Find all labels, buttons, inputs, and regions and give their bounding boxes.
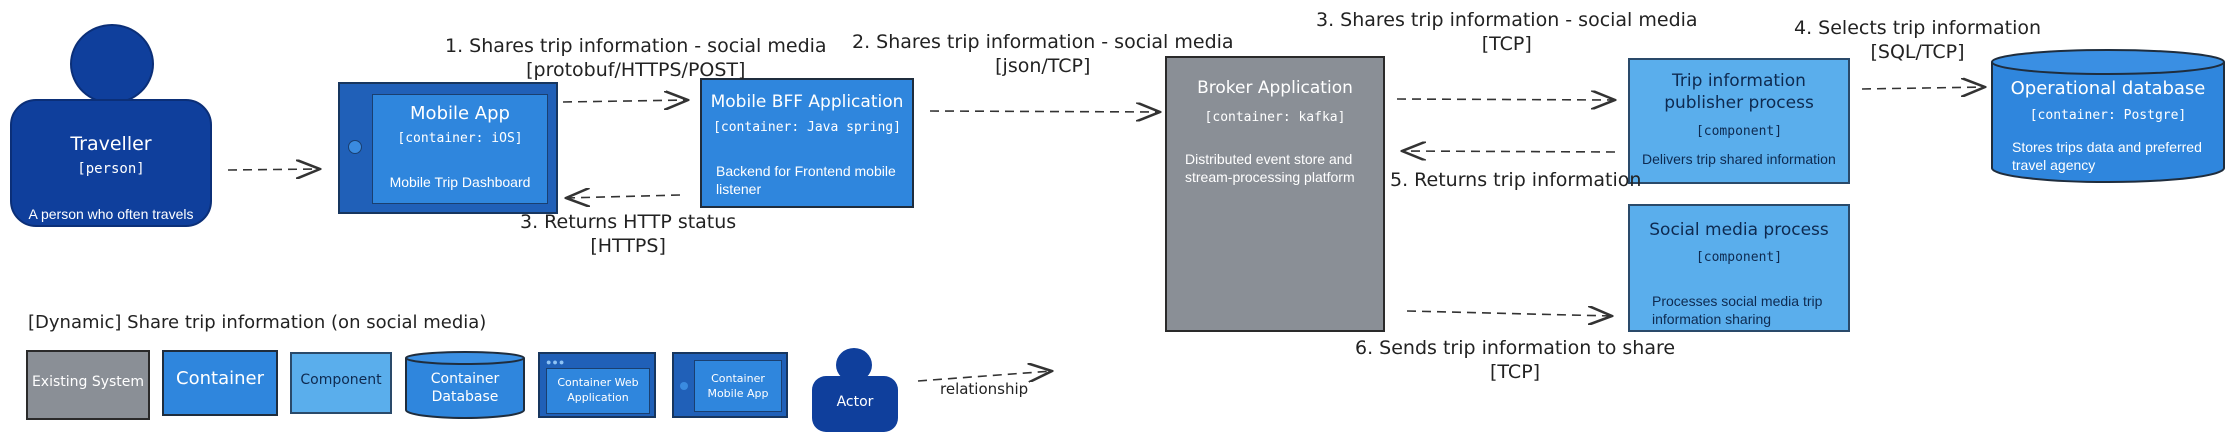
bff-tech: [container: Java spring] xyxy=(713,120,901,135)
arrow-mobile-app-to-bff xyxy=(562,100,688,102)
mobile-app-screen: Mobile App [container: iOS] Mobile Trip … xyxy=(372,94,548,204)
traveller-title: Traveller xyxy=(70,133,152,155)
mobile-app-title: Mobile App xyxy=(410,103,510,124)
mobile-app-description: Mobile Trip Dashboard xyxy=(389,174,531,190)
legend-container-mobile-app-label: Container Mobile App xyxy=(707,372,769,400)
legend-relationship-label: relationship xyxy=(940,380,1029,398)
arrow-bff-to-broker xyxy=(929,111,1160,112)
arrow-broker-to-publisher xyxy=(1396,99,1615,100)
publisher-tech: [component] xyxy=(1695,124,1783,139)
legend-container-label: Container xyxy=(176,368,264,389)
publisher-title: Trip information publisher process xyxy=(1664,71,1814,113)
broker-description: Distributed event store and stream-proce… xyxy=(1185,151,1355,185)
legend-existing-system-label: Existing System xyxy=(31,374,145,390)
legend-component: Component xyxy=(290,352,392,414)
legend-mobile-button-icon xyxy=(680,382,688,390)
relation-6-text: 6. Sends trip information to share xyxy=(1355,337,1676,359)
legend-component-label: Component xyxy=(300,372,382,388)
relation-1-label: 1. Shares trip information - social medi… xyxy=(445,34,827,82)
traveller-tech: [person] xyxy=(77,161,145,177)
legend-container-mobile-app: Container Mobile App xyxy=(672,352,788,418)
opdb-title: Operational database xyxy=(2010,78,2206,99)
mobile-home-button-icon xyxy=(348,140,362,154)
person-body: Traveller [person] A person who often tr… xyxy=(10,99,212,227)
database-cylinder-icon xyxy=(1991,49,2225,183)
relation-3b-tech: [HTTPS] xyxy=(590,235,666,257)
opdb-description: Stores trips data and preferred travel a… xyxy=(2012,139,2202,173)
mobile-app-tech: [container: iOS] xyxy=(397,131,523,146)
relation-3b-label: 3. Returns HTTP status [HTTPS] xyxy=(520,210,736,258)
relation-2-tech: [json/TCP] xyxy=(995,55,1091,77)
legend-database-cylinder-icon xyxy=(405,351,525,419)
legend-container: Container xyxy=(162,350,278,416)
bff-description: Backend for Frontend mobile listener xyxy=(716,163,896,197)
bff-title: Mobile BFF Application xyxy=(710,92,904,112)
relation-4-tech: [SQL/TCP] xyxy=(1870,41,1965,63)
mobile-app-container[interactable]: Mobile App [container: iOS] Mobile Trip … xyxy=(338,82,558,214)
legend-relationship-arrow xyxy=(917,371,1052,381)
relation-6-tech: [TCP] xyxy=(1490,361,1541,383)
social-description: Processes social media trip information … xyxy=(1652,293,1823,327)
relation-1-text: 1. Shares trip information - social medi… xyxy=(445,35,827,57)
mobile-bff-container[interactable]: Mobile BFF Application [container: Java … xyxy=(700,78,914,208)
opdb-tech: [container: Postgre] xyxy=(2029,108,2187,123)
relation-5-text: 5. Returns trip information xyxy=(1390,169,1642,191)
relation-6-label: 6. Sends trip information to share [TCP] xyxy=(1355,336,1675,384)
relation-3a-text: 3. Shares trip information - social medi… xyxy=(1316,9,1698,31)
relation-4-label: 4. Selects trip information [SQL/TCP] xyxy=(1794,16,2041,64)
social-title: Social media process xyxy=(1649,220,1829,240)
arrow-traveller-to-mobile-app xyxy=(227,169,320,170)
relation-3b-text: 3. Returns HTTP status xyxy=(520,211,737,233)
legend-container-database: Container Database xyxy=(404,350,526,420)
browser-dots-icon: ●●● xyxy=(546,357,566,367)
legend-actor-label: Actor xyxy=(836,394,874,410)
arrow-publisher-to-opdb xyxy=(1861,87,1985,89)
legend-container-database-label: Container Database xyxy=(430,371,500,405)
legend-existing-system: Existing System xyxy=(26,350,150,420)
publisher-description: Delivers trip shared information xyxy=(1642,151,1836,167)
social-media-component[interactable]: Social media process [component] Process… xyxy=(1628,204,1850,332)
relation-3a-tech: [TCP] xyxy=(1481,33,1532,55)
legend-actor: Actor xyxy=(812,348,898,432)
broker-tech: [container: kafka] xyxy=(1204,110,1346,125)
arrow-bff-to-mobile-app xyxy=(566,195,681,198)
traveller-description: A person who often travels xyxy=(28,206,194,222)
traveller-person[interactable]: Traveller [person] A person who often tr… xyxy=(8,24,214,228)
legend-title: [Dynamic] Share trip information (on soc… xyxy=(28,312,487,333)
operational-database[interactable]: Operational database [container: Postgre… xyxy=(1990,48,2226,184)
relation-2-label: 2. Shares trip information - social medi… xyxy=(852,30,1234,78)
relation-1-tech: [protobuf/HTTPS/POST] xyxy=(526,59,746,81)
arrow-broker-to-social xyxy=(1406,311,1612,316)
relation-5-label: 5. Returns trip information xyxy=(1390,168,1641,192)
relation-4-text: 4. Selects trip information xyxy=(1794,17,2042,39)
person-head-icon xyxy=(70,24,154,104)
arrow-publisher-to-broker xyxy=(1402,151,1616,152)
legend-container-web-app: ●●● Container Web Application xyxy=(538,352,656,418)
relation-3a-label: 3. Shares trip information - social medi… xyxy=(1316,8,1698,56)
publisher-component[interactable]: Trip information publisher process [comp… xyxy=(1628,58,1850,184)
relation-2-text: 2. Shares trip information - social medi… xyxy=(852,31,1234,53)
legend-container-web-app-label: Container Web Application xyxy=(557,376,639,404)
social-tech: [component] xyxy=(1695,250,1783,265)
broker-existing-system[interactable]: Broker Application [container: kafka] Di… xyxy=(1165,56,1385,332)
broker-title: Broker Application xyxy=(1197,78,1353,98)
